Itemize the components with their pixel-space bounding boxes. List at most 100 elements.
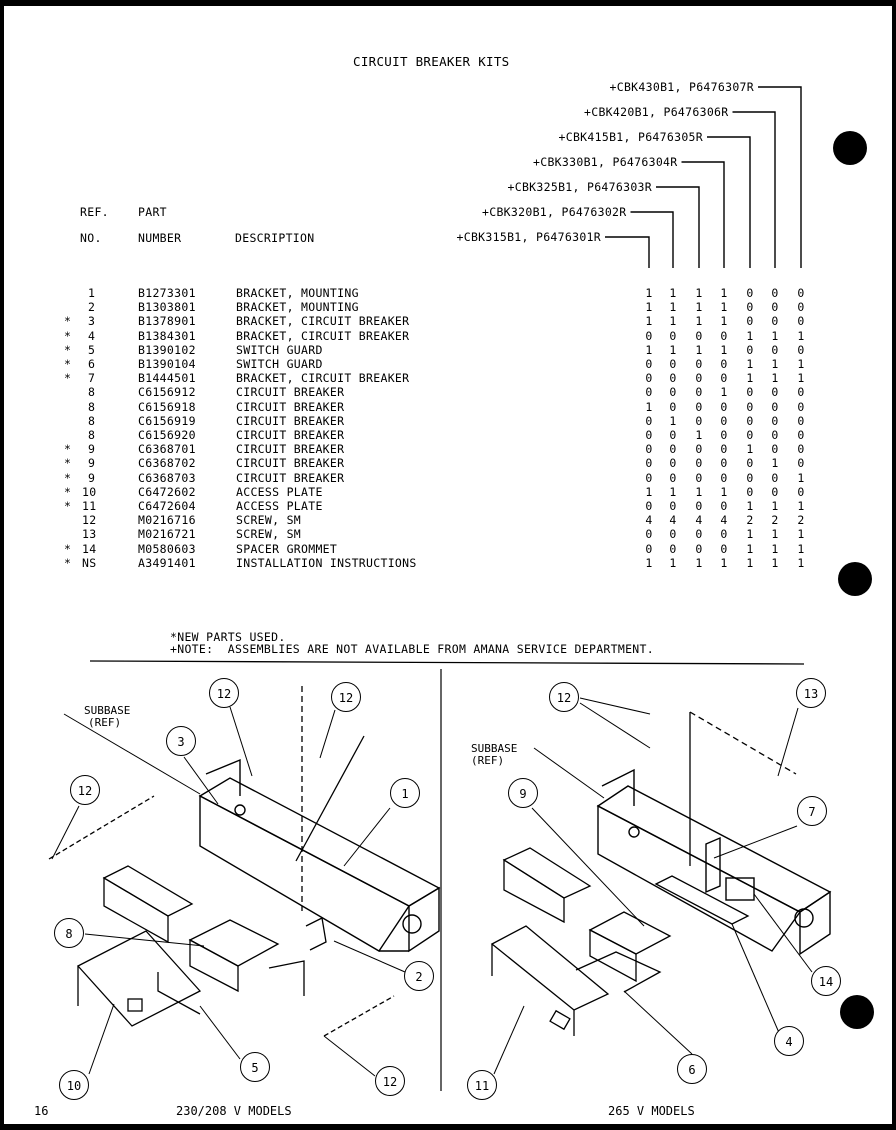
row-qty: 0 bbox=[797, 342, 805, 357]
callout-1: 1 bbox=[390, 778, 420, 808]
row-qty: 1 bbox=[797, 499, 805, 513]
row-part-number: B1378901 bbox=[138, 314, 196, 329]
row-ref: 12 bbox=[82, 513, 97, 528]
kit-header-3: +CBK330B1, P6476304R bbox=[533, 155, 678, 169]
row-qty: 0 bbox=[746, 314, 754, 329]
row-qty: 0 bbox=[797, 286, 805, 300]
callout-12: 12 bbox=[70, 775, 100, 805]
kit-header-2: +CBK415B1, P6476305R bbox=[558, 130, 703, 144]
row-qty: 0 bbox=[771, 484, 779, 499]
row-part-number: M0580603 bbox=[138, 541, 196, 556]
row-ref: 8 bbox=[88, 428, 96, 442]
row-ref: 4 bbox=[88, 328, 96, 343]
row-mark: * bbox=[64, 342, 72, 357]
row-qty: 0 bbox=[720, 428, 728, 442]
row-qty: 0 bbox=[746, 286, 754, 300]
row-part-number: B1273301 bbox=[138, 286, 196, 300]
row-qty: 0 bbox=[797, 399, 805, 414]
row-description: SWITCH GUARD bbox=[236, 357, 323, 371]
row-qty: 0 bbox=[797, 300, 805, 315]
row-qty: 1 bbox=[746, 541, 754, 556]
row-mark: * bbox=[64, 357, 72, 371]
row-qty: 1 bbox=[797, 470, 805, 485]
punch-hole-middle bbox=[838, 562, 872, 596]
row-qty: 2 bbox=[746, 513, 754, 528]
row-ref: 14 bbox=[82, 541, 97, 556]
row-qty: 0 bbox=[645, 470, 653, 485]
row-qty: 0 bbox=[771, 342, 779, 357]
row-qty: 0 bbox=[645, 442, 653, 457]
row-mark: * bbox=[64, 314, 72, 329]
row-qty: 1 bbox=[720, 484, 728, 499]
row-qty: 1 bbox=[797, 527, 805, 542]
row-qty: 0 bbox=[669, 328, 677, 343]
callout-2: 2 bbox=[404, 961, 434, 991]
callout-9: 9 bbox=[508, 778, 538, 808]
kit-header-0: +CBK430B1, P6476307R bbox=[609, 80, 754, 94]
row-qty: 1 bbox=[669, 484, 677, 499]
row-qty: 0 bbox=[746, 342, 754, 357]
row-qty: 0 bbox=[771, 442, 779, 457]
punch-hole-top bbox=[833, 131, 867, 165]
kit-leader-3 bbox=[681, 161, 725, 268]
left-subbase-label-2: (REF) bbox=[88, 716, 121, 729]
row-qty: 0 bbox=[695, 499, 703, 513]
row-qty: 0 bbox=[669, 357, 677, 371]
row-qty: 0 bbox=[720, 328, 728, 343]
callout-8: 8 bbox=[54, 918, 84, 948]
row-qty: 0 bbox=[797, 428, 805, 442]
row-ref: 10 bbox=[82, 484, 97, 499]
row-qty: 1 bbox=[720, 300, 728, 315]
kit-leader-0 bbox=[758, 86, 802, 268]
row-qty: 1 bbox=[720, 385, 728, 400]
row-qty: 0 bbox=[695, 413, 703, 428]
row-ref: 2 bbox=[88, 300, 96, 315]
row-qty: 1 bbox=[797, 371, 805, 386]
row-description: INSTALLATION INSTRUCTIONS bbox=[236, 555, 417, 570]
header-description: DESCRIPTION bbox=[235, 231, 315, 245]
row-description: CIRCUIT BREAKER bbox=[236, 399, 345, 414]
row-ref: 8 bbox=[88, 399, 96, 414]
row-qty: 1 bbox=[771, 527, 779, 542]
row-qty: 0 bbox=[771, 385, 779, 400]
row-qty: 0 bbox=[669, 499, 677, 513]
row-mark: * bbox=[64, 499, 72, 513]
header-no: NO. bbox=[80, 231, 102, 245]
row-part-number: M0216716 bbox=[138, 513, 196, 528]
callout-14: 14 bbox=[811, 966, 841, 996]
kit-header-4: +CBK325B1, P6476303R bbox=[507, 180, 652, 194]
row-qty: 0 bbox=[771, 470, 779, 485]
row-qty: 0 bbox=[720, 371, 728, 386]
row-qty: 1 bbox=[695, 428, 703, 442]
row-description: BRACKET, MOUNTING bbox=[236, 300, 359, 315]
row-part-number: C6368701 bbox=[138, 442, 196, 457]
row-mark: * bbox=[64, 328, 72, 343]
row-ref: 9 bbox=[88, 470, 96, 485]
kit-header-6: +CBK315B1, P6476301R bbox=[456, 230, 601, 244]
header-part: PART bbox=[138, 205, 167, 219]
row-qty: 0 bbox=[695, 399, 703, 414]
row-qty: 0 bbox=[797, 484, 805, 499]
row-qty: 0 bbox=[771, 300, 779, 315]
row-qty: 0 bbox=[797, 385, 805, 400]
row-part-number: C6156912 bbox=[138, 385, 196, 400]
row-mark: * bbox=[64, 541, 72, 556]
row-ref: 7 bbox=[88, 371, 96, 386]
row-qty: 0 bbox=[720, 413, 728, 428]
row-qty: 1 bbox=[797, 328, 805, 343]
row-description: BRACKET, CIRCUIT BREAKER bbox=[236, 314, 410, 329]
row-qty: 0 bbox=[695, 385, 703, 400]
row-ref: 13 bbox=[82, 527, 97, 542]
row-part-number: B1444501 bbox=[138, 371, 196, 386]
row-part-number: B1384301 bbox=[138, 328, 196, 343]
row-description: CIRCUIT BREAKER bbox=[236, 428, 345, 442]
row-qty: 1 bbox=[746, 527, 754, 542]
row-qty: 0 bbox=[771, 428, 779, 442]
row-qty: 0 bbox=[720, 499, 728, 513]
